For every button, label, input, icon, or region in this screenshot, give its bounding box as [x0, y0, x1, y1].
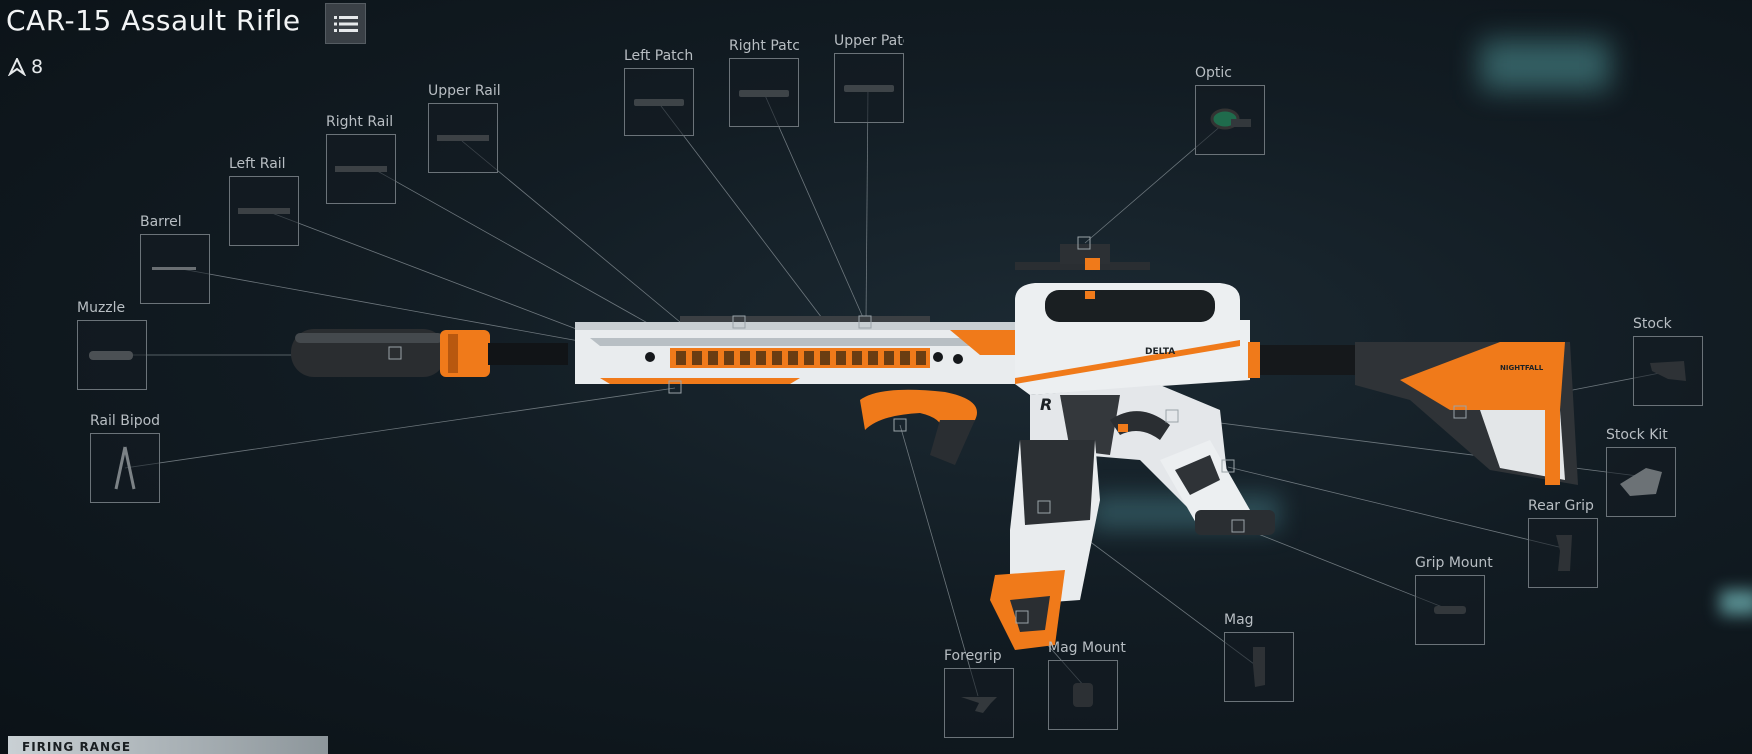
brand-marking: DELTA — [1145, 347, 1175, 357]
upper-patch-thumbnail[interactable] — [834, 53, 904, 123]
patch-icon — [739, 89, 789, 97]
muzzle-thumbnail[interactable] — [77, 320, 147, 390]
mag-mount-thumbnail[interactable] — [1048, 660, 1118, 730]
suppressor-collar — [440, 330, 490, 377]
buffer-tube — [1250, 345, 1360, 375]
stock-marking: NIGHTFALL — [1500, 364, 1544, 372]
patch-icon — [844, 85, 894, 92]
rail-bipod-thumbnail[interactable] — [90, 433, 160, 503]
emblem-marking: R — [1040, 395, 1052, 414]
list-icon — [333, 15, 358, 32]
patch-icon — [634, 99, 684, 106]
rail-icon — [335, 166, 387, 172]
grip-mount-thumbnail[interactable] — [1415, 575, 1485, 645]
stock-kit-thumbnail[interactable] — [1606, 447, 1676, 517]
background-light — [1720, 590, 1752, 615]
rail-icon — [238, 208, 290, 214]
left-patch-thumbnail[interactable] — [624, 68, 694, 136]
barrel-icon — [152, 267, 196, 270]
carry-handle-window — [1045, 290, 1215, 322]
suppressor-icon — [89, 351, 133, 360]
left-rail-thumbnail[interactable] — [229, 176, 299, 246]
grip-mount-icon — [1434, 606, 1466, 614]
firing-range-button[interactable]: FIRING RANGE — [8, 736, 328, 754]
foregrip-thumbnail[interactable] — [944, 668, 1014, 738]
grip-mount — [1195, 510, 1275, 535]
grip-icon — [1556, 535, 1572, 571]
barrel-thumbnail[interactable] — [140, 234, 210, 304]
attachment-markers — [388, 236, 1467, 624]
right-rail-thumbnail[interactable] — [326, 134, 396, 204]
mag-mount-icon — [1073, 683, 1093, 707]
top-rail — [680, 316, 930, 322]
bipod-icon — [114, 446, 136, 490]
level-value: 8 — [31, 56, 44, 78]
firing-range-label: FIRING RANGE — [22, 740, 132, 754]
upper-rail-thumbnail[interactable] — [428, 103, 498, 173]
weapon-title: CAR-15 Assault Rifle — [6, 4, 301, 37]
mag-thumbnail[interactable] — [1224, 632, 1294, 702]
stock-kit-icon — [1620, 468, 1662, 496]
optic-thumbnail[interactable] — [1195, 85, 1265, 155]
rank-icon — [7, 58, 27, 76]
stock-icon — [1650, 361, 1686, 381]
stock-thumbnail[interactable] — [1633, 336, 1703, 406]
rear-grip-thumbnail[interactable] — [1528, 518, 1598, 588]
foregrip-icon — [961, 697, 997, 713]
right-patch-thumbnail[interactable] — [729, 58, 799, 127]
background-light — [1480, 40, 1610, 90]
optic-icon — [1210, 108, 1251, 130]
magazine-icon — [1253, 647, 1265, 687]
trigger-guard — [1110, 411, 1170, 440]
rail-icon — [437, 135, 489, 141]
barrel-shroud — [488, 343, 568, 365]
list-menu-button[interactable] — [325, 3, 366, 44]
weapon-level: 8 — [7, 56, 43, 78]
rail-segments — [670, 348, 930, 368]
